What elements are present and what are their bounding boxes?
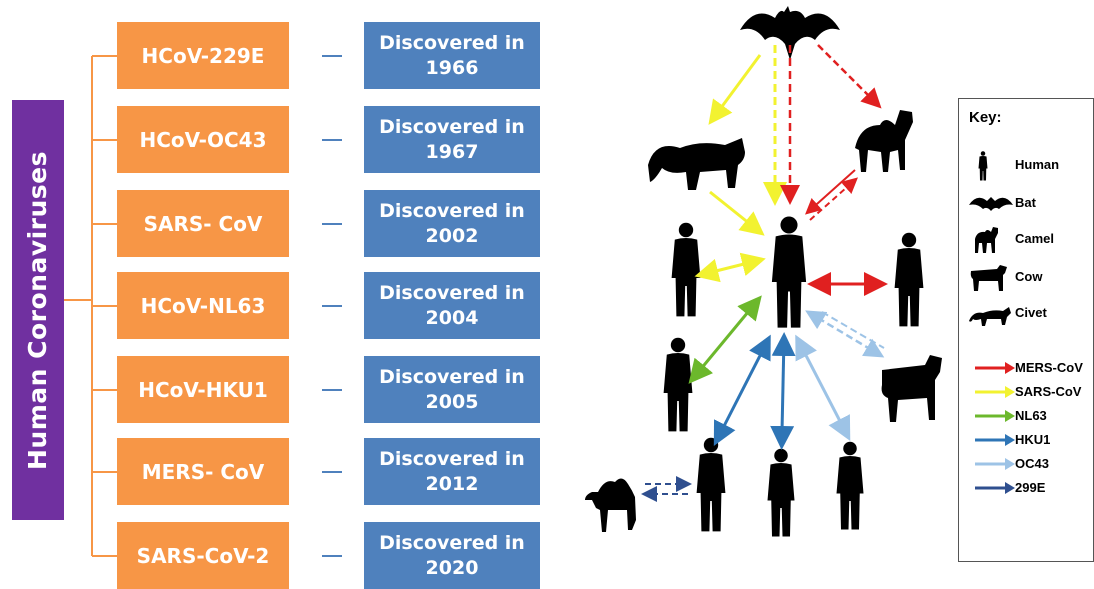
human-icon bbox=[978, 151, 988, 181]
legend-item-human: Human bbox=[959, 151, 1093, 181]
legend-item-mers: MERS-CoV bbox=[959, 357, 1093, 379]
legend-label: NL63 bbox=[1015, 408, 1047, 423]
legend-label: 299E bbox=[1015, 480, 1046, 495]
arrow-green-icon bbox=[975, 410, 1015, 422]
legend-label: Camel bbox=[1015, 231, 1055, 246]
legend-label: Cow bbox=[1015, 269, 1043, 284]
legend-label: Civet bbox=[1015, 305, 1047, 320]
connector-dash bbox=[289, 555, 364, 557]
virus-box: MERS- CoV bbox=[117, 438, 289, 505]
arrow-red-icon bbox=[975, 362, 1015, 374]
legend-item-nl63: NL63 bbox=[959, 405, 1093, 427]
discovered-label: Discovered in bbox=[379, 115, 525, 138]
legend-item-cow: Cow bbox=[959, 263, 1093, 293]
virus-box: HCoV-HKU1 bbox=[117, 356, 289, 423]
virus-name: HCoV-NL63 bbox=[140, 293, 266, 318]
discovery-year: 2012 bbox=[425, 472, 479, 495]
human-icon bbox=[836, 441, 864, 530]
discovery-year: 2020 bbox=[425, 556, 479, 579]
legend-label: Human bbox=[1015, 157, 1060, 172]
cow-icon bbox=[970, 265, 1007, 291]
discovered-label: Discovered in bbox=[379, 199, 525, 222]
virus-name: MERS- CoV bbox=[141, 459, 265, 484]
discovery-year: 1966 bbox=[425, 56, 479, 79]
legend-item-bat: Bat bbox=[959, 189, 1093, 219]
camel-icon bbox=[855, 110, 913, 172]
cow-icon bbox=[881, 355, 942, 422]
camel-icon bbox=[585, 478, 636, 532]
civet-icon bbox=[969, 307, 1011, 326]
human-icon bbox=[696, 437, 726, 532]
legend-label: HKU1 bbox=[1015, 432, 1051, 447]
legend-title: Key: bbox=[969, 109, 1002, 126]
legend-item-hku1: HKU1 bbox=[959, 429, 1093, 451]
discovered-label: Discovered in bbox=[379, 531, 525, 554]
bat-icon bbox=[740, 6, 840, 60]
legend-label: Bat bbox=[1015, 195, 1036, 210]
legend-label: OC43 bbox=[1015, 456, 1049, 471]
human-icon bbox=[767, 448, 795, 537]
root-label: Human Coronaviruses bbox=[23, 150, 53, 470]
human-icon bbox=[771, 216, 807, 328]
discovered-label: Discovered in bbox=[379, 31, 525, 54]
connector-dash bbox=[289, 305, 364, 307]
virus-name: HCoV-HKU1 bbox=[138, 377, 268, 402]
virus-box: SARS-CoV-2 bbox=[117, 522, 289, 589]
arrow-yellow-icon bbox=[975, 386, 1015, 398]
legend-label: SARS-CoV bbox=[1015, 384, 1082, 399]
arrow-lightblue-icon bbox=[975, 458, 1015, 470]
camel-icon bbox=[975, 227, 998, 253]
discovered-label: Discovered in bbox=[379, 447, 525, 470]
discovered-label: Discovered in bbox=[379, 365, 525, 388]
virus-name: SARS- CoV bbox=[143, 211, 263, 236]
discovery-year: 2002 bbox=[425, 224, 479, 247]
virus-box: HCoV-OC43 bbox=[117, 106, 289, 173]
legend-item-sars: SARS-CoV bbox=[959, 381, 1093, 403]
connector-dash bbox=[289, 55, 364, 57]
arrow-blue-icon bbox=[975, 434, 1015, 446]
legend-item-civet: Civet bbox=[959, 299, 1093, 329]
discovery-year: 1967 bbox=[425, 140, 479, 163]
connector-dash bbox=[289, 471, 364, 473]
transmission-diagram bbox=[585, 6, 942, 537]
connector-dash bbox=[289, 389, 364, 391]
human-icon bbox=[894, 232, 924, 327]
legend-label: MERS-CoV bbox=[1015, 360, 1083, 375]
connector-dash bbox=[289, 139, 364, 141]
discovery-year: 2004 bbox=[425, 306, 479, 329]
legend-item-299e: 299E bbox=[959, 477, 1093, 499]
bat-icon bbox=[969, 197, 1013, 211]
legend-item-oc43: OC43 bbox=[959, 453, 1093, 475]
human-icon bbox=[671, 222, 701, 317]
virus-box: HCoV-NL63 bbox=[117, 272, 289, 339]
virus-box: HCoV-229E bbox=[117, 22, 289, 89]
discovery-year: 2005 bbox=[425, 390, 479, 413]
legend-box: Key: Human Bat Camel Cow Civet MERS-CoV … bbox=[958, 98, 1094, 562]
discovered-label: Discovered in bbox=[379, 281, 525, 304]
connector-dash bbox=[289, 223, 364, 225]
human-icon bbox=[663, 337, 693, 432]
arrow-darkblue-icon bbox=[975, 482, 1015, 494]
root-label-bar: Human Coronaviruses bbox=[12, 100, 64, 520]
legend-item-camel: Camel bbox=[959, 225, 1093, 255]
virus-name: SARS-CoV-2 bbox=[136, 543, 270, 568]
civet-icon bbox=[648, 138, 745, 190]
virus-box: SARS- CoV bbox=[117, 190, 289, 257]
virus-name: HCoV-229E bbox=[141, 43, 265, 68]
virus-name: HCoV-OC43 bbox=[139, 127, 267, 152]
